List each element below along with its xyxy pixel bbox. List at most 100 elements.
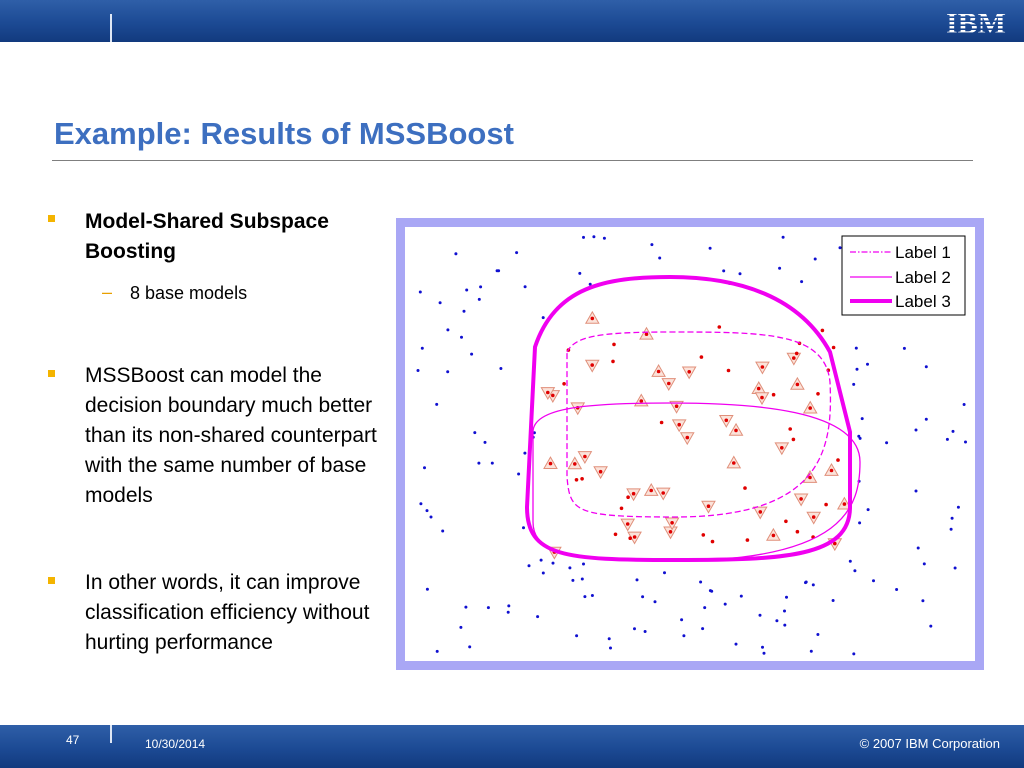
positive-point <box>598 469 603 474</box>
negative-point <box>416 369 420 372</box>
negative-point <box>852 382 856 386</box>
positive-point <box>836 458 840 462</box>
negative-point <box>775 619 779 623</box>
negative-point <box>902 346 906 350</box>
positive-point <box>780 446 784 450</box>
negative-point <box>477 297 481 301</box>
negative-point <box>853 569 857 573</box>
positive-point <box>799 497 803 501</box>
sub-bullet-dash: – <box>102 282 113 302</box>
positive-point <box>611 359 615 364</box>
negative-point <box>490 461 494 465</box>
negative-point <box>571 578 575 582</box>
negative-point <box>575 634 579 638</box>
positive-point <box>687 370 691 374</box>
positive-point <box>631 491 636 496</box>
bullet-model-shared: Model-Shared Subspace Boosting <box>85 210 329 263</box>
negative-point <box>922 562 926 566</box>
negative-point <box>916 546 920 550</box>
label3-boundary <box>524 274 852 563</box>
positive-point <box>685 435 690 440</box>
bullet-square <box>48 370 55 377</box>
bullet-square <box>48 577 55 584</box>
negative-point <box>758 613 762 617</box>
negative-point <box>477 461 481 465</box>
negative-point <box>523 451 527 455</box>
positive-point <box>717 325 722 329</box>
negative-point <box>914 489 918 493</box>
negative-point <box>470 352 474 356</box>
label1-boundary <box>566 331 832 518</box>
negative-point <box>852 652 856 656</box>
negative-point <box>582 562 585 566</box>
negative-point <box>446 370 450 374</box>
positive-point <box>842 502 847 506</box>
negative-point <box>515 251 519 255</box>
negative-point <box>551 561 555 565</box>
negative-point <box>866 508 870 512</box>
negative-point <box>785 595 788 599</box>
negative-point <box>956 505 960 509</box>
negative-point <box>858 521 862 525</box>
svg-text:IBM: IBM <box>946 7 1006 36</box>
negative-point <box>929 624 933 628</box>
decision-boundary-plot: Label 1 Label 2 Label 3 <box>396 218 984 670</box>
negative-point <box>762 651 766 655</box>
positive-point <box>724 418 729 423</box>
positive-point <box>613 532 618 537</box>
negative-point <box>592 235 596 239</box>
negative-point <box>429 515 433 519</box>
positive-point <box>706 504 711 509</box>
positive-point <box>791 437 796 442</box>
negative-point <box>949 527 953 531</box>
legend-label3: Label 3 <box>895 292 951 311</box>
negative-point <box>650 243 654 247</box>
negative-point <box>816 633 820 636</box>
bullet-efficiency: In other words, it can improve classific… <box>85 571 370 654</box>
negative-point <box>951 429 955 433</box>
positive-point <box>551 393 555 398</box>
footer-date: 10/30/2014 <box>145 737 206 751</box>
legend-label2: Label 2 <box>895 268 951 287</box>
negative-point <box>811 583 815 587</box>
negative-point <box>583 595 587 599</box>
negative-point <box>800 280 804 284</box>
negative-point <box>854 346 858 350</box>
positive-point <box>760 365 765 369</box>
positive-point <box>580 477 584 481</box>
positive-point <box>699 355 704 359</box>
negative-point <box>722 269 726 273</box>
positive-point <box>546 390 550 395</box>
negative-point <box>860 417 864 421</box>
negative-point <box>517 472 521 476</box>
negative-point <box>895 588 899 591</box>
positive-point <box>732 461 736 465</box>
positive-point <box>612 342 616 347</box>
positive-point <box>674 404 679 408</box>
positive-point <box>795 382 800 387</box>
negative-point <box>459 625 463 629</box>
positive-point <box>548 461 553 466</box>
negative-point <box>781 235 785 239</box>
positive-point <box>808 406 812 410</box>
negative-point <box>848 559 852 563</box>
negative-point <box>588 282 592 286</box>
negative-point <box>423 466 426 470</box>
negative-point <box>831 599 835 602</box>
positive-point <box>734 428 738 433</box>
negative-point <box>924 365 928 369</box>
negative-point <box>710 589 714 593</box>
negative-point <box>438 301 442 305</box>
page-number: 47 <box>66 733 80 747</box>
negative-point <box>435 402 439 406</box>
negative-point <box>701 627 705 631</box>
negative-point <box>813 257 817 261</box>
negative-point <box>483 440 487 444</box>
negative-point <box>536 615 540 619</box>
negative-point <box>602 236 606 240</box>
positive-point <box>701 533 706 537</box>
negative-point <box>506 610 510 614</box>
bullet-square <box>48 215 55 222</box>
positive-point <box>794 351 799 356</box>
negative-point <box>682 634 686 638</box>
